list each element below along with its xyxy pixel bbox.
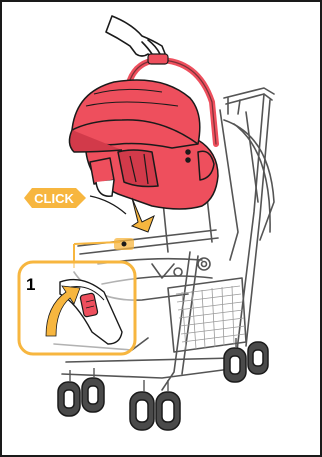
hand-icon (106, 16, 166, 58)
click-label: CLICK (34, 191, 74, 206)
wheel-front-left (58, 382, 80, 416)
wheel-mid-right (156, 392, 180, 430)
wheel-front-right (130, 392, 154, 430)
car-seat-carrier (69, 80, 218, 209)
step-1-callout: 1 (19, 262, 135, 354)
wheel-rear-left (82, 378, 104, 412)
click-arrow-icon (90, 196, 126, 214)
stroller-illustration: CLICK 1 (2, 2, 320, 455)
step-number: 1 (26, 275, 35, 294)
wheel-rear-right (224, 342, 268, 382)
handle-grip (148, 54, 168, 64)
